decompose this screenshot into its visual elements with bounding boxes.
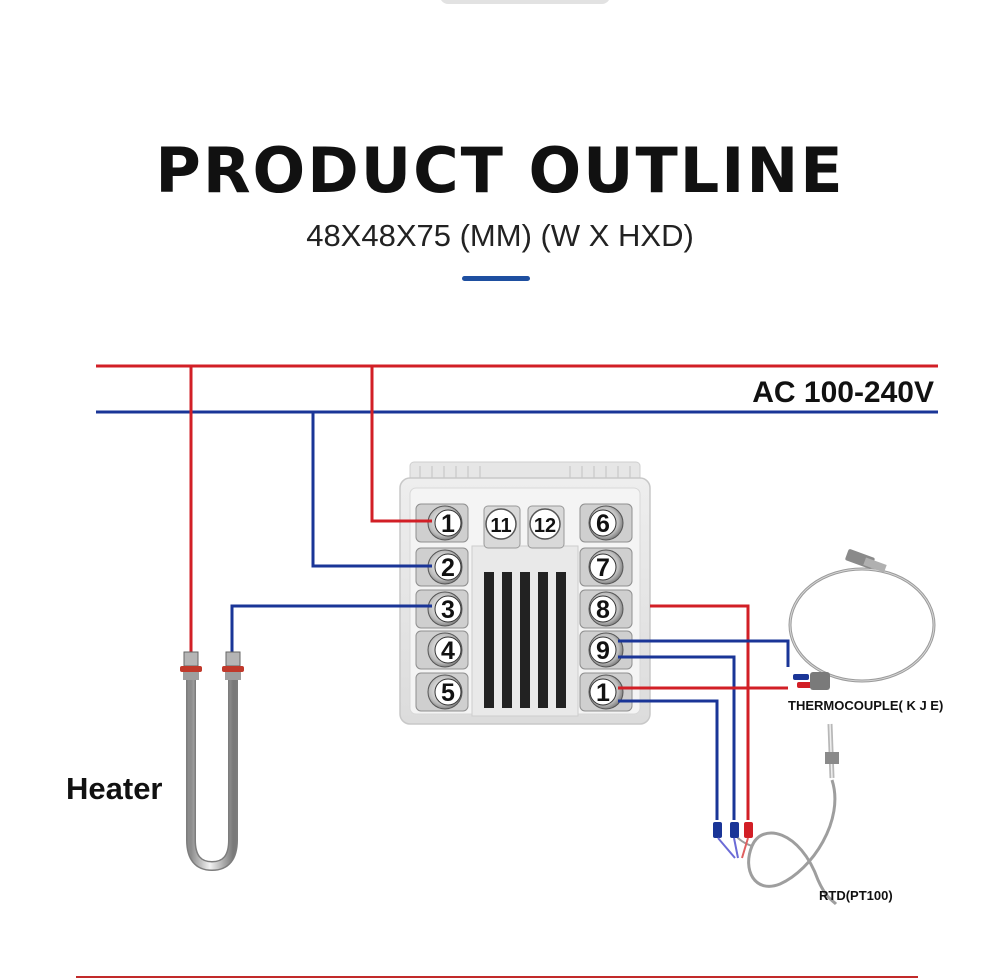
svg-text:9: 9 [596,637,610,665]
svg-text:7: 7 [596,554,610,582]
thermocouple-probe [788,549,936,690]
terminal-8: 8 [579,589,633,629]
bottom-divider [76,976,918,978]
page-title: PRODUCT OUTLINE [155,134,845,207]
top-terminal-12: 12 [527,505,565,549]
terminal-3: 3 [415,589,469,629]
supply-voltage-label: AC 100-240V [752,376,934,409]
terminal-1: 1 [415,503,469,543]
svg-text:11: 11 [490,515,511,537]
terminal-9: 9 [579,630,633,670]
terminal-2: 2 [415,547,469,587]
heater-label: Heater [66,771,163,806]
dimensions-subtitle: 48X48X75 (MM) (W X HXD) [306,218,694,253]
terminal-5: 5 [415,672,469,712]
terminal-10: 1 [579,672,633,712]
rtd-label: RTD(PT100) [819,888,893,903]
svg-text:2: 2 [441,554,455,582]
svg-text:5: 5 [441,679,455,707]
svg-text:4: 4 [441,637,455,665]
wire-terminal-10-to-rtd [618,699,719,820]
terminal-7: 7 [579,547,633,587]
svg-text:8: 8 [596,596,610,624]
svg-text:12: 12 [534,515,556,537]
heater-element [180,651,244,872]
terminal-6: 6 [579,503,633,543]
svg-text:1: 1 [441,510,455,538]
thermocouple-label: THERMOCOUPLE( K J E) [788,698,943,713]
wire-live-to-terminal-1 [370,366,432,523]
svg-text:1: 1 [596,679,610,707]
wire-terminal-3-to-heater [230,604,432,652]
wire-terminal-9-to-thermocouple [618,639,790,667]
vent-grille [484,572,566,708]
wire-terminal-9-to-rtd [618,655,736,820]
wire-neutral-to-terminal-2 [311,412,432,568]
svg-text:6: 6 [596,510,610,538]
wire-terminal-8-to-rtd [650,604,750,820]
svg-text:3: 3 [441,596,455,624]
title-accent-bar [462,276,530,281]
rtd-probe [713,723,839,906]
top-terminal-11: 11 [483,505,521,549]
terminal-4: 4 [415,630,469,670]
previous-section-edge [440,0,610,4]
